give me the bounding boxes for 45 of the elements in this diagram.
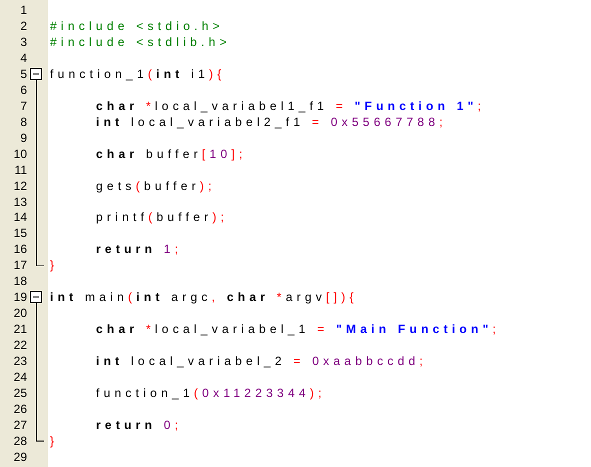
code-line: char*local_variabel1_f1 = "Function 1"; [96, 98, 486, 113]
code-line: } [50, 434, 58, 448]
line-number: 7 [19, 98, 27, 113]
line-number: 18 [12, 274, 27, 288]
line-number: 4 [19, 50, 27, 65]
code-line: int main(int argc, char*argv[]){ [50, 290, 358, 304]
line-number: 27 [12, 418, 27, 432]
code-line: function_1(int i1){ [50, 66, 226, 81]
line-number: 11 [14, 162, 27, 177]
code-line: char*local_variabel_1 = "Main Function"; [96, 322, 500, 336]
line-number: 23 [12, 354, 27, 368]
code-line: } [50, 258, 58, 272]
line-number: 24 [12, 370, 27, 384]
line-number: 12 [12, 178, 27, 193]
line-number: 25 [12, 386, 27, 400]
line-number: 15 [12, 226, 27, 240]
line-number: 29 [12, 450, 27, 464]
line-number: 17 [12, 258, 27, 272]
line-number: 6 [19, 82, 27, 97]
line-number: 21 [12, 322, 27, 336]
code-line: return 0; [96, 418, 182, 432]
line-number: 10 [12, 146, 27, 161]
line-number: 13 [12, 194, 27, 209]
line-number: 19 [12, 290, 27, 304]
line-number: 20 [12, 306, 27, 320]
code-line: int local_variabel_2 = 0xaabbccdd; [96, 354, 428, 368]
line-number: 8 [19, 114, 27, 129]
line-number: 5 [19, 66, 27, 81]
line-number: 9 [19, 130, 27, 145]
line-number: 22 [12, 338, 27, 352]
code-line: printf(buffer); [96, 210, 228, 224]
line-number: 28 [12, 434, 27, 448]
code-line: #include <stdio.h> [50, 18, 224, 33]
code-line: char buffer[10]; [96, 146, 247, 161]
line-number: 26 [12, 402, 27, 416]
line-number: 16 [12, 242, 27, 256]
code-line: return 1; [96, 242, 182, 256]
code-line: gets(buffer); [96, 178, 216, 193]
code-line: function_1(0x11223344); [96, 386, 326, 400]
code-line: #include <stdlib.h> [50, 34, 231, 49]
line-number: 1 [19, 3, 27, 17]
line-number: 14 [12, 210, 27, 224]
line-number: 2 [19, 18, 27, 33]
line-number: 3 [19, 34, 27, 49]
code-line: int local_variabel2_f1 = 0x55667788; [96, 114, 447, 129]
